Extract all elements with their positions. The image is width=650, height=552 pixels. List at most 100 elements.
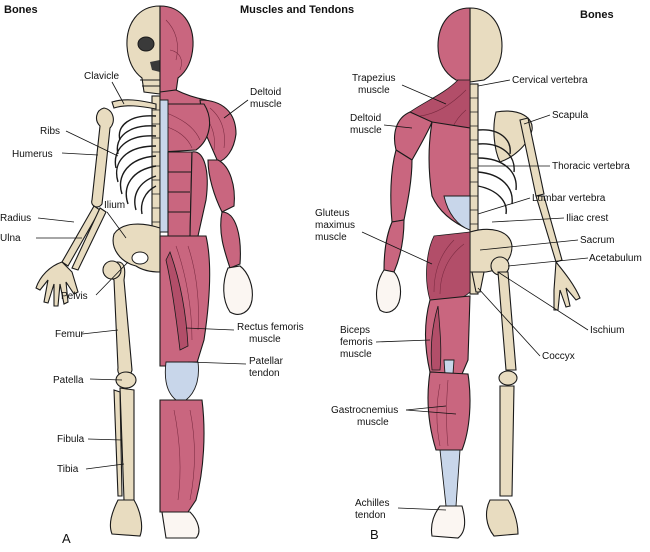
ulna-bone <box>71 207 107 271</box>
header-muscles-tendons: Muscles and Tendons <box>240 4 354 16</box>
label-deltoid-front-1: Deltoid <box>250 87 281 98</box>
leader-lines <box>36 79 589 511</box>
skull-back <box>469 7 503 83</box>
label-iliac-crest: Iliac crest <box>566 213 608 224</box>
figure-a-muscles <box>159 5 253 539</box>
figure-a-skeleton <box>35 5 161 537</box>
label-tibia: Tibia <box>57 464 79 475</box>
foot-right-front <box>161 511 200 539</box>
labels-back-bones: Cervical vertebra Scapula Thoracic verte… <box>512 75 642 362</box>
rib-cage-back <box>477 129 517 215</box>
teeth <box>140 79 160 87</box>
label-lumbar-vertebra: Lumbar vertebra <box>532 193 606 204</box>
hand-left-back <box>375 269 402 313</box>
label-gastrocnemius-1: Gastrocnemius <box>331 405 398 416</box>
lower-leg-muscles-front <box>159 399 205 513</box>
figure-b-posterior <box>375 7 581 539</box>
femur-back <box>497 271 517 371</box>
label-gastrocnemius-2: muscle <box>357 417 389 428</box>
femur-head <box>102 260 122 280</box>
rib-cage <box>114 115 157 215</box>
label-femur: Femur <box>55 329 85 340</box>
forearm-muscles <box>220 211 241 269</box>
label-rectus-femoris-1: Rectus femoris <box>237 322 304 333</box>
rectus-abdominis <box>167 151 193 237</box>
labels-front-muscles: Deltoid muscle Rectus femoris muscle Pat… <box>237 87 304 379</box>
panel-label-a: A <box>62 531 71 546</box>
biceps-femoris <box>430 305 442 371</box>
label-sacrum: Sacrum <box>580 235 614 246</box>
figure-a-anterior <box>35 5 253 539</box>
head-muscles <box>159 5 194 95</box>
label-thoracic-vertebra: Thoracic vertebra <box>552 161 630 172</box>
header-bones-front: Bones <box>4 4 38 16</box>
lumbar-fascia <box>443 195 471 231</box>
hand-bones <box>35 261 79 307</box>
label-trapezius-1: Trapezius <box>352 73 396 84</box>
gluteus-maximus <box>426 231 471 302</box>
forearm-back-muscles <box>383 219 405 273</box>
tibia-back <box>499 385 515 497</box>
header-bones-back: Bones <box>580 9 614 21</box>
label-scapula: Scapula <box>552 110 589 121</box>
biceps-brachii <box>207 159 235 213</box>
label-ilium: Ilium <box>104 200 125 211</box>
label-biceps-femoris-2: femoris <box>340 337 373 348</box>
label-patellar-tendon-2: tendon <box>249 368 280 379</box>
label-ribs: Ribs <box>40 126 60 137</box>
label-deltoid-back-1: Deltoid <box>350 113 381 124</box>
label-deltoid-back-2: muscle <box>350 125 382 136</box>
label-biceps-femoris-3: muscle <box>340 349 372 360</box>
label-patella: Patella <box>53 375 84 386</box>
label-ulna: Ulna <box>0 233 21 244</box>
figure-b-muscles <box>375 7 471 539</box>
label-biceps-femoris-1: Biceps <box>340 325 370 336</box>
label-deltoid-front-2: muscle <box>250 99 282 110</box>
label-ischium: Ischium <box>590 325 624 336</box>
label-clavicle: Clavicle <box>84 71 119 82</box>
gastrocnemius-muscle <box>427 371 471 451</box>
labels-front-bones: Clavicle Ribs Humerus Radius Ulna Ilium … <box>0 71 125 475</box>
foot-bones-back <box>485 499 519 537</box>
hand-bones-back <box>553 260 581 311</box>
forearm-back <box>535 195 563 263</box>
fibula-bone <box>113 389 123 497</box>
clavicle-bone <box>111 99 157 110</box>
sacrum-coccyx <box>471 271 485 293</box>
label-gluteus-2: maximus <box>315 220 355 231</box>
label-fibula: Fibula <box>57 434 85 445</box>
panel-label-b: B <box>370 527 379 542</box>
pectoralis-muscle <box>159 103 211 153</box>
achilles-tendon <box>439 449 461 507</box>
linea-alba <box>159 99 169 233</box>
head-back <box>437 7 471 83</box>
labels-back-muscles: Trapezius muscle Deltoid muscle Gluteus … <box>315 73 398 521</box>
label-radius: Radius <box>0 213 31 224</box>
label-patellar-tendon-1: Patellar <box>249 356 284 367</box>
hand-right-front <box>223 265 253 315</box>
label-pelvis: Pelvis <box>61 291 88 302</box>
humerus-bone <box>91 107 114 208</box>
foot-bones <box>109 499 143 537</box>
figure-b-skeleton <box>469 7 581 537</box>
label-trapezius-2: muscle <box>358 85 390 96</box>
foot-left-back <box>430 505 466 539</box>
label-cervical-vertebra: Cervical vertebra <box>512 75 588 86</box>
label-humerus: Humerus <box>12 149 53 160</box>
radius-bone <box>61 205 101 267</box>
triceps-muscle <box>390 149 413 223</box>
patellar-tendon-front <box>164 361 199 401</box>
label-acetabulum: Acetabulum <box>589 253 642 264</box>
label-rectus-femoris-2: muscle <box>249 334 281 345</box>
humerus-back <box>519 117 545 197</box>
label-achilles-1: Achilles <box>355 498 389 509</box>
eye-socket <box>137 36 155 52</box>
oblique-muscle <box>189 151 208 237</box>
rectus-femoris-muscle <box>165 250 189 351</box>
label-achilles-2: tendon <box>355 510 386 521</box>
label-gluteus-3: muscle <box>315 232 347 243</box>
label-coccyx: Coccyx <box>542 351 575 362</box>
nasal-cavity <box>150 60 160 72</box>
label-gluteus-1: Gluteus <box>315 208 349 219</box>
